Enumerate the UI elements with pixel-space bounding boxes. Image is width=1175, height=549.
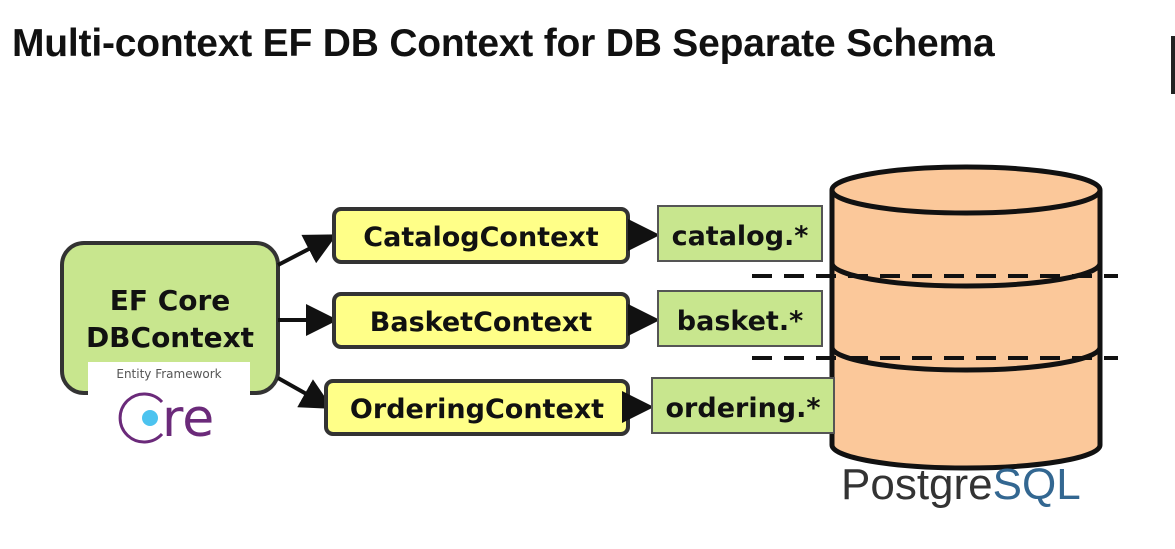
basket-context-box: BasketContext xyxy=(332,292,630,349)
page-title: Multi-context EF DB Context for DB Separ… xyxy=(12,22,995,65)
ordering-schema-box: ordering.* xyxy=(651,377,835,434)
ef-core-logo-icon: Entity Framework re xyxy=(88,362,250,460)
context-to-schema-arrows xyxy=(622,219,660,423)
edge-bar xyxy=(1171,36,1175,94)
ordering-schema-label: ordering.* xyxy=(666,393,821,424)
ordering-context-box: OrderingContext xyxy=(324,379,630,436)
cylinder-body xyxy=(829,190,1103,471)
catalog-schema-label: catalog.* xyxy=(672,221,809,252)
database-cylinder-icon xyxy=(829,164,1103,471)
basket-schema-label: basket.* xyxy=(677,306,803,337)
arrow-right-icon xyxy=(277,376,333,409)
catalog-context-label: CatalogContext xyxy=(363,222,599,253)
basket-context-label: BasketContext xyxy=(370,307,593,338)
postgresql-logo-part2: SQL xyxy=(993,460,1081,509)
catalog-schema-box: catalog.* xyxy=(657,205,823,262)
catalog-context-box: CatalogContext xyxy=(332,207,630,264)
cylinder-divider-1 xyxy=(829,262,1103,289)
ordering-context-label: OrderingContext xyxy=(350,394,604,425)
ef-logo-wordmark: re xyxy=(162,389,214,449)
schema-separators xyxy=(752,274,1118,360)
ef-logo-caption: Entity Framework xyxy=(116,367,221,381)
main-box-line2: DBContext xyxy=(86,321,254,354)
cylinder-top xyxy=(829,164,1103,216)
basket-schema-box: basket.* xyxy=(657,290,823,347)
logo-dot xyxy=(142,410,158,426)
postgresql-logo-part1: Postgre xyxy=(841,460,993,509)
postgresql-logo: PostgreSQL xyxy=(841,460,1081,509)
logo-c-arc xyxy=(118,392,164,444)
main-box-line1: EF Core xyxy=(110,284,231,317)
arrow-right-icon xyxy=(277,234,338,267)
main-to-context-arrows xyxy=(277,234,338,409)
